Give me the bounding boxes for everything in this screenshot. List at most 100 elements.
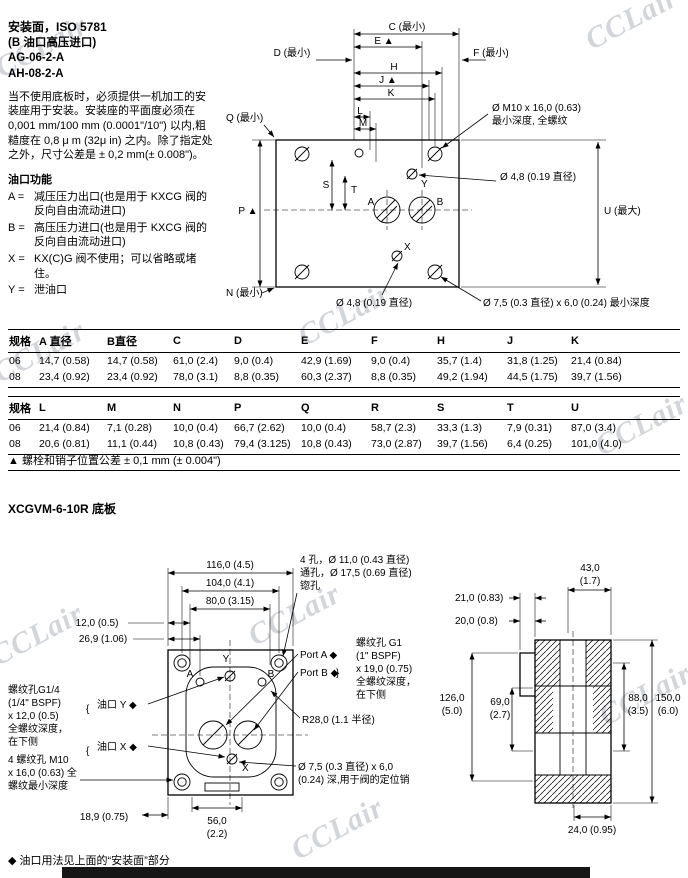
cell: 06 bbox=[9, 355, 21, 367]
callout-pin-d48-right: Ø 4,8 (0.19 直径) bbox=[500, 170, 576, 183]
cell: 101,0 (4.0) bbox=[570, 436, 680, 455]
dim-12: 12,0 (0.5) bbox=[76, 618, 119, 629]
dim-126b: (5.0) bbox=[442, 706, 463, 717]
port-key: A = bbox=[8, 190, 25, 203]
subplate-drawing: 116,0 (4.5) 104,0 (4.1) 80,0 (3.15) 12,0… bbox=[8, 553, 681, 840]
model-code-ah: AH-08-2-A bbox=[8, 67, 64, 80]
cell: 60,3 (2.37) bbox=[300, 369, 370, 388]
brace-oil-y: { bbox=[86, 704, 90, 715]
cell: 31,8 (1.25) bbox=[507, 355, 558, 367]
cell: 21,4 (0.84) bbox=[39, 422, 90, 434]
port-key: X = bbox=[8, 253, 25, 266]
table-row: 08 23,4 (0.92) 23,4 (0.92) 78,0 (3.1) 8,… bbox=[8, 369, 680, 388]
cell: 73,0 (2.87) bbox=[370, 436, 436, 455]
col-header: J bbox=[506, 329, 570, 353]
callout-g14-line3: x 12,0 (0.5) bbox=[8, 711, 59, 722]
cell: 6,4 (0.25) bbox=[506, 436, 570, 455]
dim-69b: (2.7) bbox=[490, 710, 511, 721]
cell: 10,8 (0.43) bbox=[172, 436, 233, 455]
dim-label-f: F (最小) bbox=[473, 47, 509, 59]
port-letter-x: X bbox=[404, 242, 411, 253]
callout-g14-line5: 在下侧 bbox=[8, 735, 38, 748]
port-letter-a: A bbox=[187, 669, 194, 680]
dim-88a: 88,0 bbox=[628, 693, 648, 704]
dim-label-j: J ▲ bbox=[379, 75, 397, 86]
cell: 33,3 (1.3) bbox=[437, 422, 482, 434]
cell: 21,4 (0.84) bbox=[571, 355, 622, 367]
cell: 9,0 (0.4) bbox=[234, 355, 274, 367]
cell: 23,4 (0.92) bbox=[38, 369, 106, 388]
dim-label-e: E ▲ bbox=[374, 36, 393, 47]
col-header: T bbox=[506, 396, 570, 420]
dim-150a: 150,0 bbox=[655, 693, 680, 704]
brace-oil-x: { bbox=[86, 746, 90, 757]
dim-21: 21,0 (0.83) bbox=[455, 593, 503, 604]
port-letter-y: Y bbox=[421, 179, 428, 190]
dim-label-q: Q (最小) bbox=[226, 112, 263, 124]
cell: 79,4 (3.125) bbox=[233, 436, 300, 455]
dim-label-h: H bbox=[390, 62, 397, 73]
callout-g1-line4: 全螺纹深度， bbox=[356, 675, 416, 688]
dim-69a: 69,0 bbox=[490, 697, 510, 708]
callout-g1-line1: 螺纹孔 G1 bbox=[356, 636, 403, 649]
callout-g14-line2: (1/4" BSPF) bbox=[8, 698, 61, 709]
section-dimension-lines bbox=[469, 587, 655, 820]
dim-189: 18,9 (0.75) bbox=[80, 812, 128, 823]
col-header: L bbox=[38, 396, 106, 420]
cell: 44,5 (1.75) bbox=[506, 369, 570, 388]
dim-label-p: P ▲ bbox=[238, 206, 257, 217]
cell: 87,0 (3.4) bbox=[571, 422, 616, 434]
callout-g14-line1: 螺纹孔G1/4 bbox=[8, 683, 60, 696]
cell: 39,7 (1.56) bbox=[436, 436, 506, 455]
cell: 58,7 (2.3) bbox=[371, 422, 416, 434]
dim-24: 24,0 (0.95) bbox=[568, 825, 616, 836]
col-header: 规格 bbox=[8, 396, 38, 420]
port-function-item: X = KX(C)G 阀不使用；可以省略或堵住。 bbox=[8, 252, 216, 281]
cell: 20,6 (0.81) bbox=[38, 436, 106, 455]
col-header: R bbox=[370, 396, 436, 420]
cell: 9,0 (0.4) bbox=[371, 355, 411, 367]
port-desc: 高压压力进口(也是用于 KXCG 阀的反向自由流动进口) bbox=[34, 221, 207, 249]
dim-label-m: M bbox=[359, 118, 367, 129]
col-header: M bbox=[106, 396, 172, 420]
port-key: Y = bbox=[8, 284, 25, 297]
cell: 10,0 (0.4) bbox=[301, 422, 346, 434]
dimension-table-1: 规格 A 直径 B直径 C D E F H J K 06 14,7 (0.58)… bbox=[8, 329, 680, 388]
table-row: 06 14,7 (0.58) 14,7 (0.58) 61,0 (2.4) 9,… bbox=[8, 353, 680, 370]
callout-pin-line2: (0.24) 深,用于阀的定位销 bbox=[298, 773, 410, 786]
cell: 49,2 (1.94) bbox=[436, 369, 506, 388]
intro-panel: 安装面，ISO 5781 (B 油口高压进口) AG-06-2-A AH-08-… bbox=[8, 20, 216, 298]
port-function-item: A = 减压压力出口(也是用于 KXCG 阀的反向自由流动进口) bbox=[8, 190, 216, 219]
subplate-dimension-lines bbox=[80, 570, 301, 818]
dim-label-s: S bbox=[323, 180, 330, 191]
col-header: H bbox=[436, 329, 506, 353]
cell: 8,8 (0.35) bbox=[233, 369, 300, 388]
callout-r28: R28,0 (1.1 半径) bbox=[302, 713, 375, 726]
port-functions-heading: 油口功能 bbox=[8, 173, 52, 186]
section-divider bbox=[8, 470, 680, 471]
callout-g1-line5: 在下侧 bbox=[356, 688, 386, 701]
footer-bar bbox=[62, 867, 590, 878]
callout-port-a: Port A ◆ bbox=[300, 650, 337, 661]
port-letter-x: X bbox=[242, 763, 249, 774]
col-header: C bbox=[172, 329, 233, 353]
brace-ports: } bbox=[336, 668, 340, 679]
dim-43b: (1.7) bbox=[580, 576, 601, 587]
cell: 08 bbox=[8, 369, 38, 388]
col-header: K bbox=[570, 329, 680, 353]
dim-104: 104,0 (4.1) bbox=[206, 578, 254, 589]
port-desc: 减压压力出口(也是用于 KXCG 阀的反向自由流动进口) bbox=[34, 190, 207, 218]
dim-label-c: C (最小) bbox=[389, 21, 426, 33]
port-desc: KX(C)G 阀不使用；可以省略或堵住。 bbox=[34, 253, 197, 280]
callout-oil-x: 油口 X ◆ bbox=[97, 740, 137, 753]
col-header: Q bbox=[300, 396, 370, 420]
dim-20: 20,0 (0.8) bbox=[455, 616, 498, 627]
cell: 61,0 (2.4) bbox=[173, 355, 218, 367]
callout-m10-line1: Ø M10 x 16,0 (0.63) bbox=[492, 103, 581, 114]
dim-80: 80,0 (3.15) bbox=[206, 596, 254, 607]
col-header: U bbox=[570, 396, 680, 420]
subplate-heading: XCGVM-6-10R 底板 bbox=[8, 502, 117, 516]
cell: 42,9 (1.69) bbox=[301, 355, 352, 367]
cell: 14,7 (0.58) bbox=[39, 355, 90, 367]
dimension-lines bbox=[257, 31, 601, 302]
